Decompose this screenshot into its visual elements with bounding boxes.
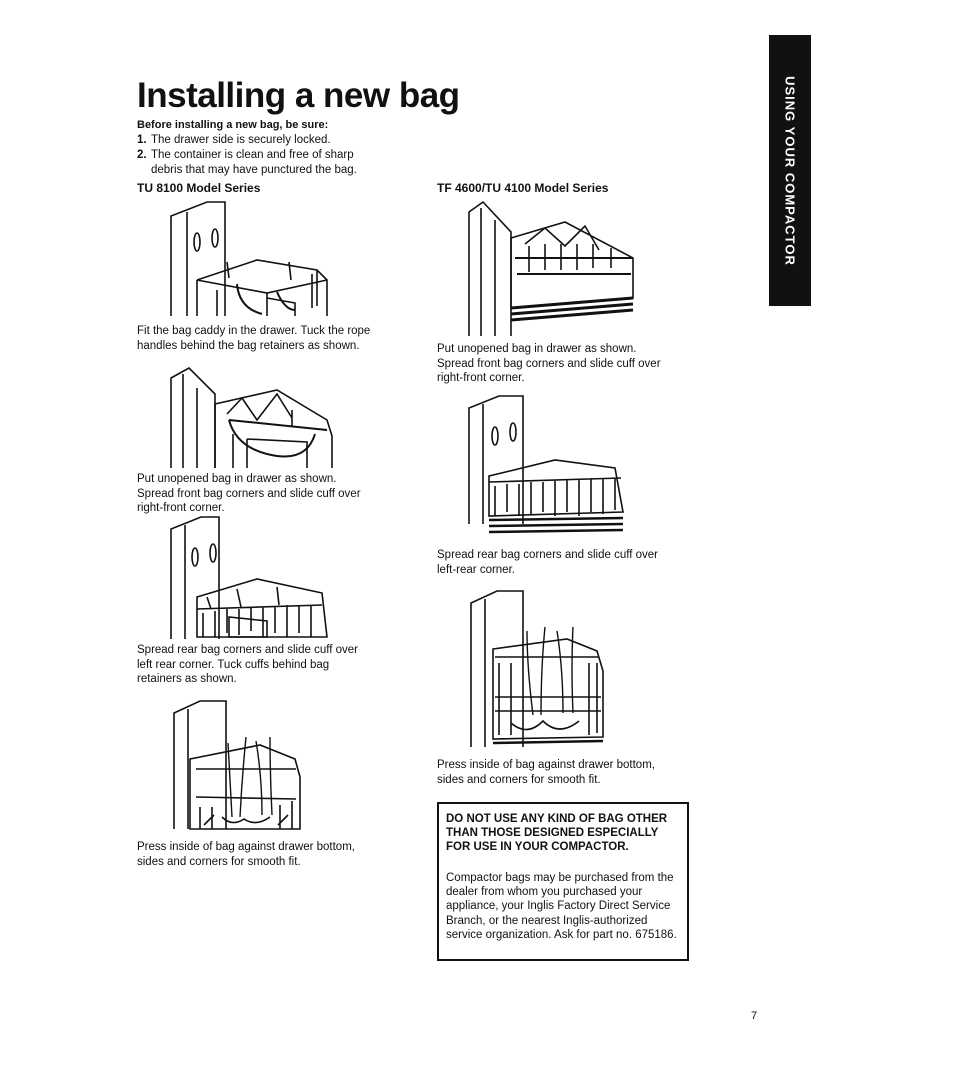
caption-rear-corners-left: Spread rear bag corners and slide cuff o… [137,644,358,685]
caption-press-bag-right: Press inside of bag against drawer botto… [437,759,655,786]
item-text: The drawer side is securely locked. [151,134,331,146]
illustration-unopened-bag-right [465,198,640,340]
item-text: The container is clean and free of sharp… [151,149,357,176]
caption-press-bag-left: Press inside of bag against drawer botto… [137,841,355,868]
illustration-rear-corners-right [465,392,630,542]
caption-unopened-bag-left: Put unopened bag in drawer as shown. Spr… [137,473,361,514]
item-number: 1. [137,134,147,146]
caption-rear-corners-right: Spread rear bag corners and slide cuff o… [437,549,658,576]
right-series-heading: TF 4600/TU 4100 Model Series [437,181,609,195]
caption-unopened-bag-right: Put unopened bag in drawer as shown. Spr… [437,343,661,384]
caption-bag-caddy: Fit the bag caddy in the drawer. Tuck th… [137,325,371,352]
warning-box: DO NOT USE ANY KIND OF BAG OTHER THAN TH… [437,802,689,961]
section-tab: USING YOUR COMPACTOR [769,35,811,306]
illustration-press-bag [170,697,305,832]
illustration-bag-caddy [167,198,332,320]
section-tab-label: USING YOUR COMPACTOR [782,75,798,266]
checklist-item: 1. The drawer side is securely locked. [137,133,377,148]
intro-lead: Before installing a new bag, be sure: [137,119,329,131]
warning-heading: DO NOT USE ANY KIND OF BAG OTHER THAN TH… [446,813,668,853]
intro-checklist: Before installing a new bag, be sure: 1.… [137,118,377,178]
item-number: 2. [137,149,147,161]
left-series-heading: TU 8100 Model Series [137,181,261,195]
page-number: 7 [751,1010,758,1022]
illustration-press-bag-right [467,587,612,752]
page-title: Installing a new bag [137,76,460,115]
checklist-item: 2. The container is clean and free of sh… [137,148,377,178]
illustration-unopened-bag [167,364,337,472]
illustration-rear-corners [167,513,332,643]
warning-body: Compactor bags may be purchased from the… [446,872,677,941]
checklist: 1. The drawer side is securely locked. 2… [137,133,377,178]
